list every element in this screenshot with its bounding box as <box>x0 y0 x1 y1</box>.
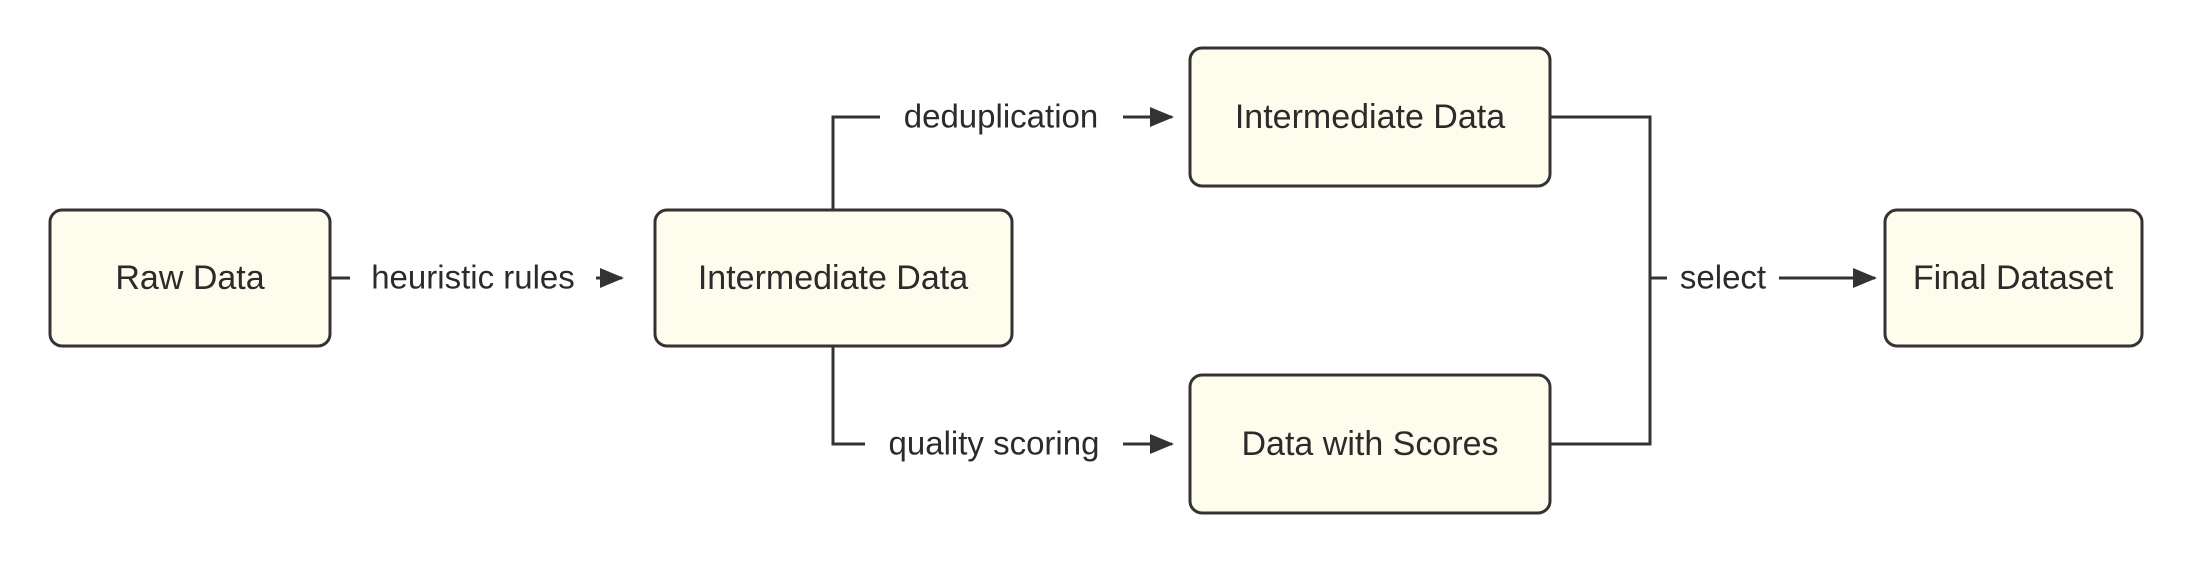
node-data-with-scores[interactable]: Data with Scores <box>1188 373 1552 515</box>
edge-label-deduplication: deduplication <box>880 95 1123 140</box>
node-final-dataset-shape[interactable] <box>1883 208 2144 348</box>
node-data-with-scores-label: Data with Scores <box>1242 425 1499 463</box>
edge-label-quality-scoring-text: quality scoring <box>889 425 1100 462</box>
node-intermediate-data-2-label: Intermediate Data <box>1235 98 1505 136</box>
edge-label-heuristic-rules-text: heuristic rules <box>371 259 575 296</box>
edge-label-quality-scoring-bg <box>865 422 1123 467</box>
edge-label-heuristic-rules-bg <box>350 256 596 301</box>
node-intermediate-data-2[interactable]: Intermediate Data <box>1188 46 1552 188</box>
edge-label-select-text: select <box>1680 259 1766 296</box>
node-intermediate-data-1-label: Intermediate Data <box>698 259 968 297</box>
edge-label-select-bg <box>1667 256 1779 301</box>
edge-label-select: select <box>1667 256 1779 301</box>
edge-select-bottom-path <box>1550 278 1652 446</box>
node-data-with-scores-shape[interactable] <box>1188 373 1552 515</box>
node-raw-data[interactable]: Raw Data <box>48 208 332 348</box>
edge-select-from-scores <box>1550 278 1652 446</box>
edge-select-top-path <box>1550 115 1652 278</box>
node-intermediate-data-2-shape[interactable] <box>1188 46 1552 188</box>
node-raw-data-shape[interactable] <box>48 208 332 348</box>
node-intermediate-data-1-shape[interactable] <box>653 208 1014 348</box>
edge-label-deduplication-text: deduplication <box>904 98 1099 135</box>
edge-select-from-intermediate <box>1550 115 1652 278</box>
node-final-dataset-label: Final Dataset <box>1913 259 2114 297</box>
edge-label-quality-scoring: quality scoring <box>865 422 1123 467</box>
node-intermediate-data-1[interactable]: Intermediate Data <box>653 208 1014 348</box>
edge-label-heuristic-rules: heuristic rules <box>350 256 596 301</box>
edge-label-deduplication-bg <box>880 95 1123 140</box>
node-final-dataset[interactable]: Final Dataset <box>1883 208 2144 348</box>
node-raw-data-label: Raw Data <box>115 259 264 297</box>
